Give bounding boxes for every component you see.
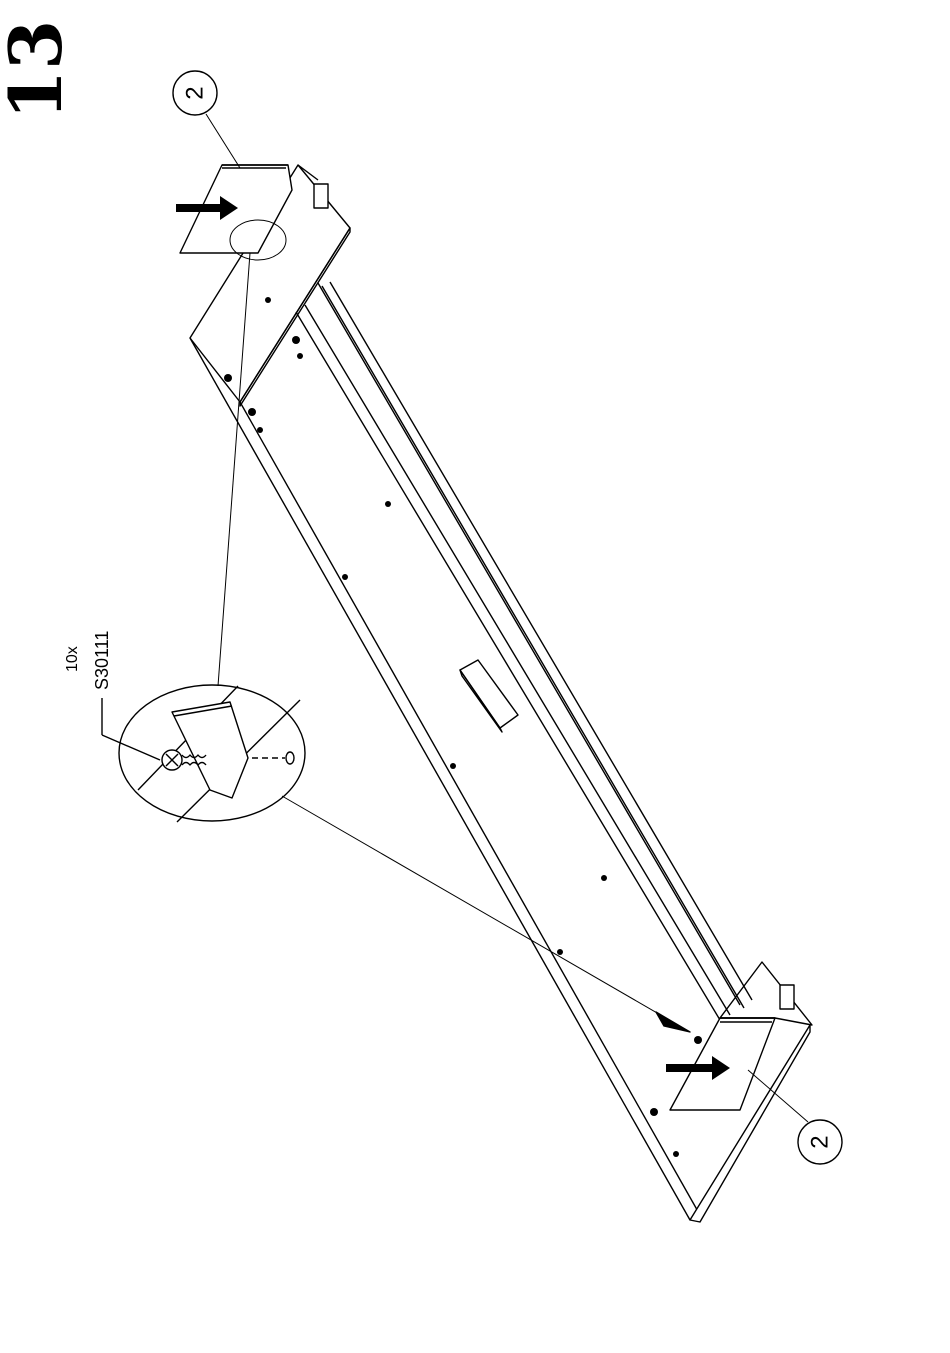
leader-arrowhead bbox=[656, 1012, 690, 1032]
callout-label-top: 2 bbox=[182, 86, 209, 99]
bottom-end-panel bbox=[670, 962, 812, 1110]
rail bbox=[296, 282, 752, 1020]
mid-bracket bbox=[460, 660, 518, 732]
callout-label-bottom: 2 bbox=[807, 1135, 834, 1148]
leader-line-bottom bbox=[282, 796, 690, 1032]
detail-magnifier bbox=[102, 685, 305, 822]
